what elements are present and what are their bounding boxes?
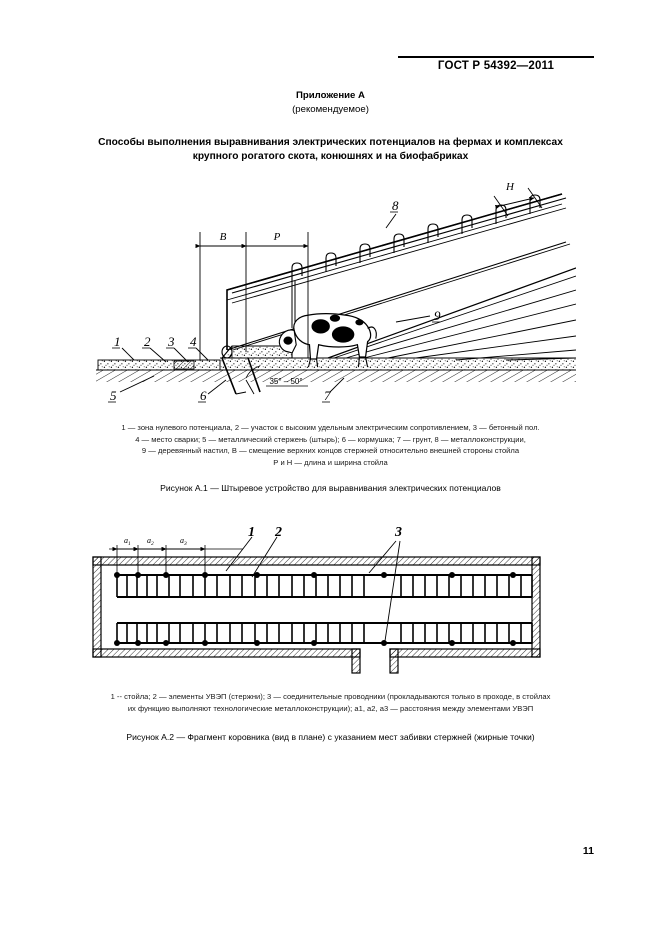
figure-a1-legend-line-2: 4 — место сварки; 5 — металлический стер…	[135, 434, 526, 444]
figure-a1-title: Рисунок А.1 — Штыревое устройство для вы…	[160, 483, 501, 493]
figure-a2-legend-line-2: их функцию выполняют технологические мет…	[127, 703, 534, 713]
annex-label: Приложение А	[296, 90, 365, 101]
callout-9: 9	[434, 308, 441, 323]
dimension-p-label: P	[273, 231, 281, 243]
spacing-a1-label: a1	[124, 536, 131, 547]
figure-a1-legend-line-1: 1 — зона нулевого потенциала, 2 — участо…	[121, 423, 540, 432]
page-number: 11	[582, 845, 594, 857]
standard-number: ГОСТ Р 54392—2011	[437, 60, 555, 72]
figure-a2-callout-2: 2	[274, 525, 282, 540]
callout-5: 5	[110, 388, 117, 403]
callout-2: 2	[144, 334, 151, 349]
callout-4: 4	[190, 334, 197, 349]
figure-a2-legend-line-1: 1 -- стойла; 2 — элементы УВЭП (стержни)…	[110, 692, 551, 701]
spacing-a3-label: a3	[180, 536, 187, 547]
angle-label: 35° – 50°	[269, 377, 302, 386]
figure-a1-drawing: B P H 35° – 50°	[96, 180, 576, 405]
callout-6: 6	[200, 388, 207, 403]
figure-a2-callout-1: 1	[248, 525, 255, 540]
callout-7: 7	[324, 388, 331, 403]
callout-8: 8	[392, 198, 399, 213]
figure-a1-legend-line-3: 9 — деревянный настил, В — смещение верх…	[141, 446, 520, 455]
page-title-line-1: Способы выполнения выравнивания электрич…	[98, 137, 563, 148]
dimension-h-label: H	[505, 181, 515, 193]
figure-a2-drawing: a1 a2 a3 1 2 3	[85, 525, 580, 675]
callout-1: 1	[114, 334, 121, 349]
page-title-line-2: крупного рогатого скота, конюшнях и на б…	[192, 151, 469, 162]
figure-a2-title: Рисунок А.2 — Фрагмент коровника (вид в …	[126, 732, 535, 742]
callout-3: 3	[167, 334, 175, 349]
figure-a2-callout-3: 3	[394, 525, 402, 540]
figure-a1-legend-line-4: Р и Н — длина и ширина стойла	[273, 457, 388, 467]
header-rule	[398, 56, 594, 58]
annex-kind: (рекомендуемое)	[292, 104, 369, 115]
spacing-a2-label: a2	[147, 536, 154, 547]
dimension-b-label: B	[220, 231, 227, 243]
